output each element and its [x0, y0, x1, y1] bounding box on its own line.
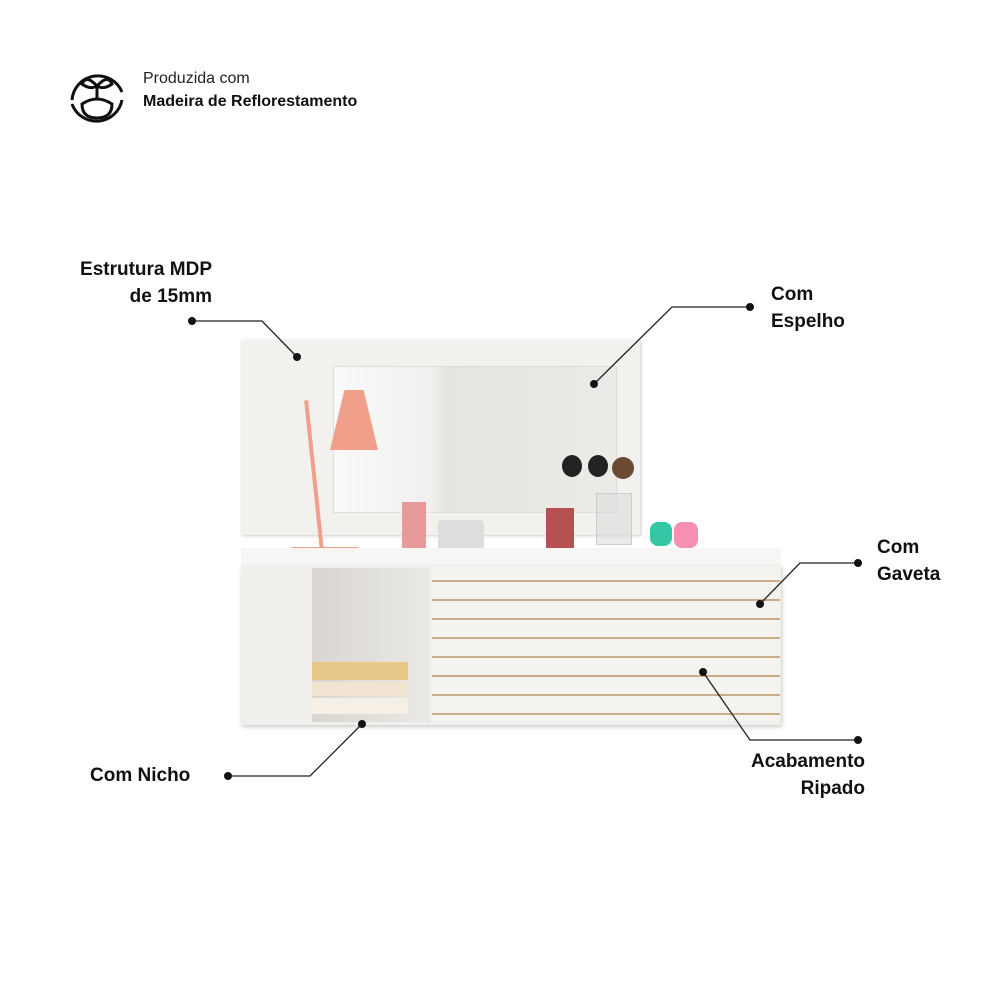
callout-ripado-line1: Acabamento — [750, 751, 865, 772]
nail-polish — [674, 522, 698, 548]
sprout-recycle-icon — [70, 74, 124, 123]
mirror — [333, 366, 617, 513]
callout-gaveta: Com Gaveta — [877, 534, 940, 588]
callout-estrutura: Estrutura MDP de 15mm — [80, 256, 212, 310]
niche — [312, 568, 430, 722]
callout-gaveta-line2: Gaveta — [877, 564, 941, 585]
callout-estrutura-line1: Estrutura MDP — [80, 259, 212, 280]
badge-line2: Madeira de Reflorestamento — [143, 93, 358, 110]
callout-nicho: Com Nicho — [90, 765, 191, 786]
callout-espelho-line1: Com — [771, 284, 814, 305]
slatted-drawer — [432, 566, 780, 721]
callout-espelho: Com Espelho — [771, 281, 845, 335]
perfume — [438, 520, 484, 550]
lipsticks — [546, 508, 574, 548]
badge-line1: Produzida com — [143, 70, 250, 87]
callout-gaveta-line1: Com — [877, 537, 920, 558]
callout-espelho-line2: Espelho — [771, 311, 845, 332]
callout-ripado-line2: Ripado — [800, 778, 865, 799]
callout-estrutura-line2: de 15mm — [129, 286, 212, 307]
callout-ripado: Acabamento Ripado — [751, 748, 865, 802]
books — [312, 662, 410, 717]
lipsticks — [402, 502, 426, 548]
makeup-brushes — [560, 455, 640, 545]
nail-polish — [650, 522, 672, 546]
